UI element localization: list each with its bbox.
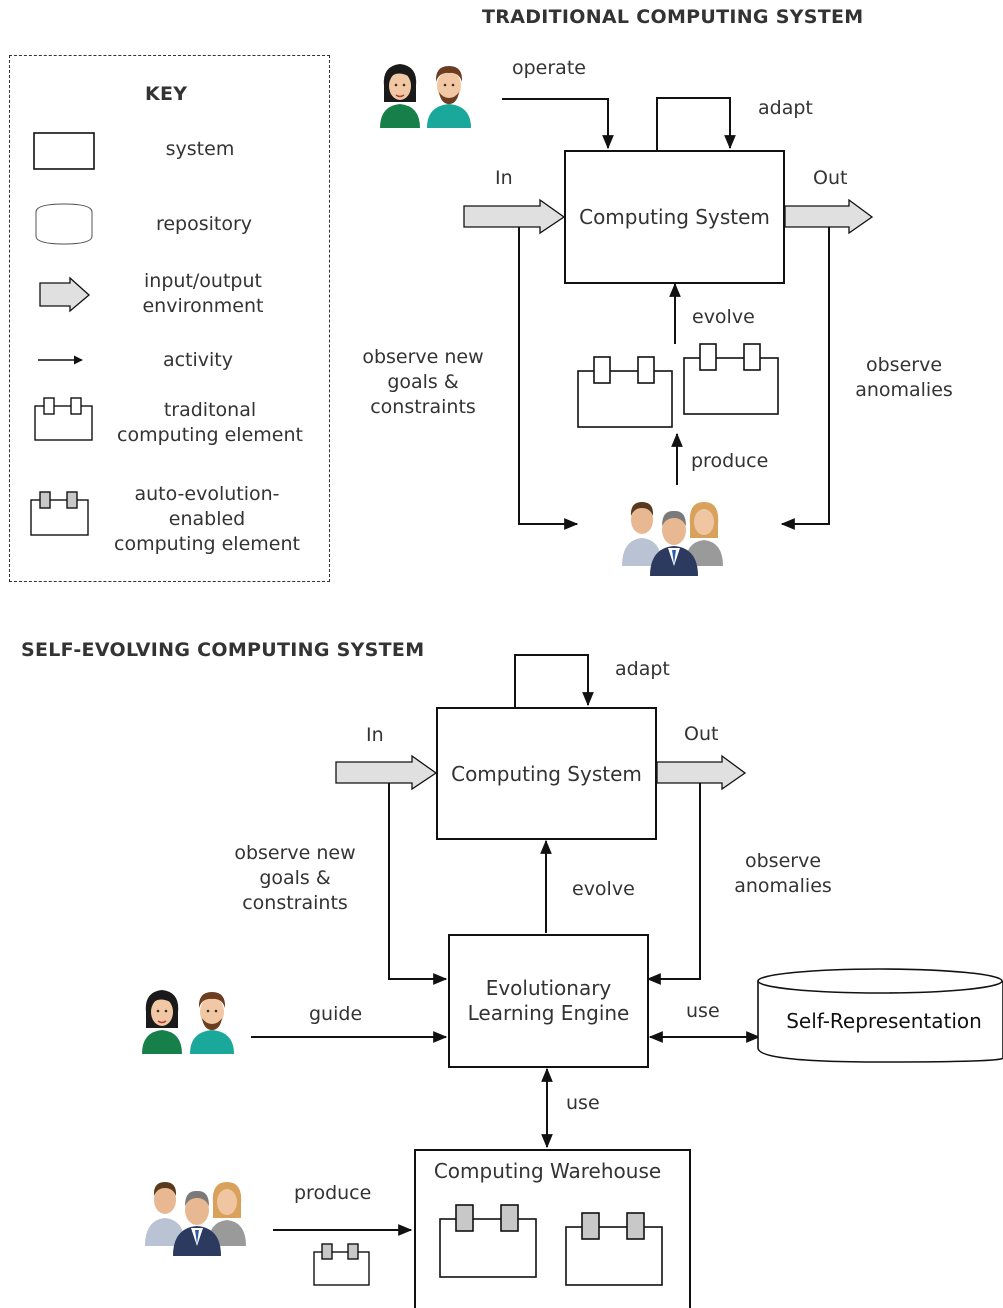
self-in-label: In: [366, 724, 384, 746]
trad-adapt-arrow: [656, 97, 736, 150]
trad-observe-goals-arrow: [518, 227, 579, 530]
self-computing-system-box: [436, 707, 657, 840]
self-out-label: Out: [684, 723, 719, 745]
trad-out-label: Out: [813, 167, 848, 189]
trad-operate-arrow: [502, 98, 614, 150]
self-produced-element-icon: [313, 1243, 370, 1286]
trad-element-1: [577, 356, 673, 428]
self-produce-label: produce: [294, 1182, 372, 1204]
traditional-title: TRADITIONAL COMPUTING SYSTEM: [482, 6, 864, 28]
trad-in-arrow: [463, 198, 566, 235]
key-label-system: system: [165, 138, 235, 160]
self-developers-icon: [145, 1182, 246, 1256]
trad-computing-system-label: Computing System: [579, 205, 770, 229]
key-traditional-element-icon: [34, 397, 93, 441]
key-label-repository: repository: [155, 213, 253, 235]
self-out-arrow: [656, 754, 747, 791]
trad-adapt-label: adapt: [758, 97, 813, 119]
key-label-activity: activity: [162, 349, 234, 371]
trad-computing-system-box: [564, 150, 785, 284]
key-label-traditional-element: traditonal computing element: [117, 399, 303, 446]
key-title: KEY: [145, 83, 188, 105]
trad-out-arrow: [784, 198, 874, 235]
key-label-auto-element: auto-evolution- enabled computing elemen…: [114, 483, 300, 555]
self-observe-anomalies-arrow: [646, 783, 701, 985]
key-auto-evolution-element-icon: [30, 491, 89, 536]
trad-developers-icon: [622, 502, 723, 576]
trad-in-label: In: [495, 167, 513, 189]
self-in-arrow: [335, 754, 438, 791]
self-representation-label: Self-Representation: [786, 1009, 982, 1033]
key-panel: [9, 55, 330, 582]
key-label-io: input/output environment: [142, 270, 264, 317]
key-repository-icon: [35, 203, 93, 245]
self-observe-anomalies-label: observe anomalies: [734, 850, 832, 897]
evolutionary-learning-engine-box: [448, 934, 649, 1068]
self-evolve-label: evolve: [572, 878, 635, 900]
self-observe-goals-arrow: [388, 783, 448, 985]
key-system-icon: [33, 132, 95, 170]
self-guide-label: guide: [309, 1003, 363, 1025]
computing-warehouse-label: Computing Warehouse: [433, 1159, 662, 1183]
key-io-arrow-icon: [39, 276, 90, 313]
evolutionary-learning-engine-label: Evolutionary Learning Engine: [467, 976, 630, 1025]
self-adapt-label: adapt: [615, 658, 670, 680]
trad-element-2: [683, 343, 779, 415]
trad-operate-label: operate: [512, 57, 586, 79]
self-users-icon: [141, 989, 234, 1055]
self-representation-repository: [757, 968, 1003, 1063]
trad-observe-anomalies-label: observe anomalies: [855, 354, 953, 401]
self-adapt-arrow: [514, 654, 594, 707]
trad-users-icon: [379, 63, 471, 129]
self-observe-goals-label: observe new goals & constraints: [234, 842, 356, 914]
self-use-repo-label: use: [686, 1000, 720, 1022]
trad-evolve-label: evolve: [692, 306, 755, 328]
trad-observe-anomalies-arrow: [780, 227, 830, 530]
trad-produce-label: produce: [691, 450, 769, 472]
self-evolving-title: SELF-EVOLVING COMPUTING SYSTEM: [21, 639, 425, 661]
self-computing-system-label: Computing System: [451, 762, 642, 786]
trad-observe-goals-label: observe new goals & constraints: [362, 346, 484, 418]
self-use-warehouse-label: use: [566, 1092, 600, 1114]
